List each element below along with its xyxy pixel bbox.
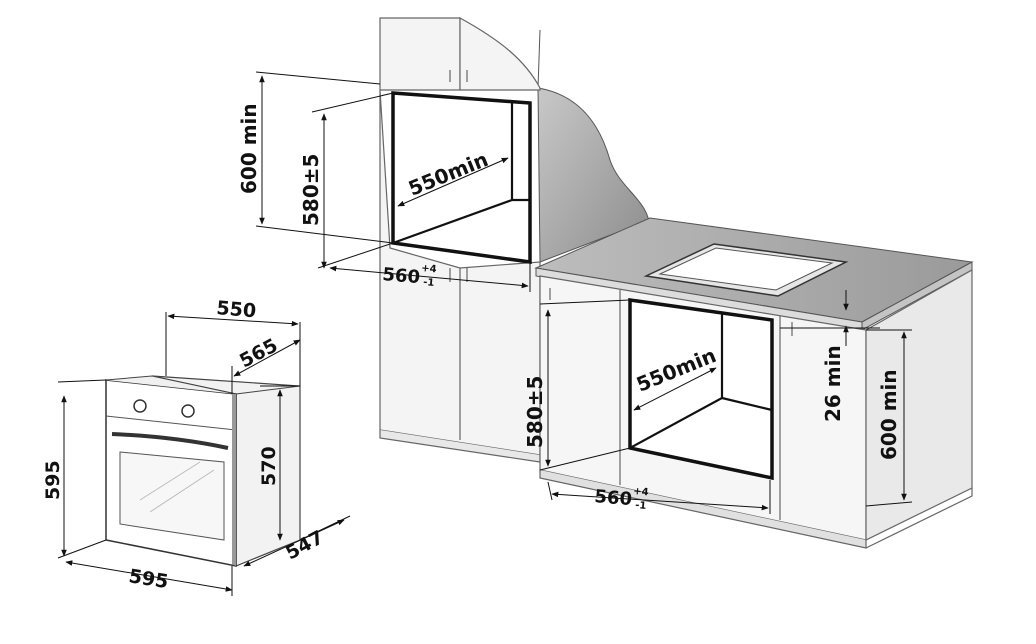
tall-niche-height-min-label: 600 min (237, 103, 261, 194)
base-niche-dimensions (539, 290, 913, 514)
tall-niche-cutout-height-label: 580±5 (299, 154, 323, 226)
oven-height-label: 595 (42, 460, 64, 500)
tall-niche-width-label: 560 +4 -1 (382, 263, 437, 289)
svg-text:560: 560 (594, 486, 633, 510)
knob-right-icon (181, 404, 195, 418)
svg-text:-1: -1 (635, 500, 647, 512)
oven-body-height-label: 570 (258, 446, 280, 486)
svg-text:-1: -1 (423, 277, 435, 289)
tall-niche-dimensions (255, 71, 531, 292)
svg-text:+4: +4 (421, 263, 437, 275)
oven-top-width-label: 550 (216, 297, 257, 322)
knob-left-icon (133, 399, 147, 413)
svg-text:560: 560 (382, 264, 421, 288)
oven-top-depth-label: 565 (236, 334, 281, 372)
base-height-min-label: 600 min (877, 369, 901, 460)
oven-appliance (105, 375, 301, 567)
oven-width-label: 595 (127, 565, 170, 593)
base-niche-cutout-height-label: 580±5 (523, 376, 547, 448)
door-handle (111, 432, 229, 450)
top-gap-min-label: 26 min (821, 345, 845, 422)
counter (534, 217, 974, 331)
oven-dimensions (57, 312, 351, 596)
svg-text:+4: +4 (633, 486, 649, 498)
base-niche-width-label: 560 +4 -1 (594, 486, 649, 512)
